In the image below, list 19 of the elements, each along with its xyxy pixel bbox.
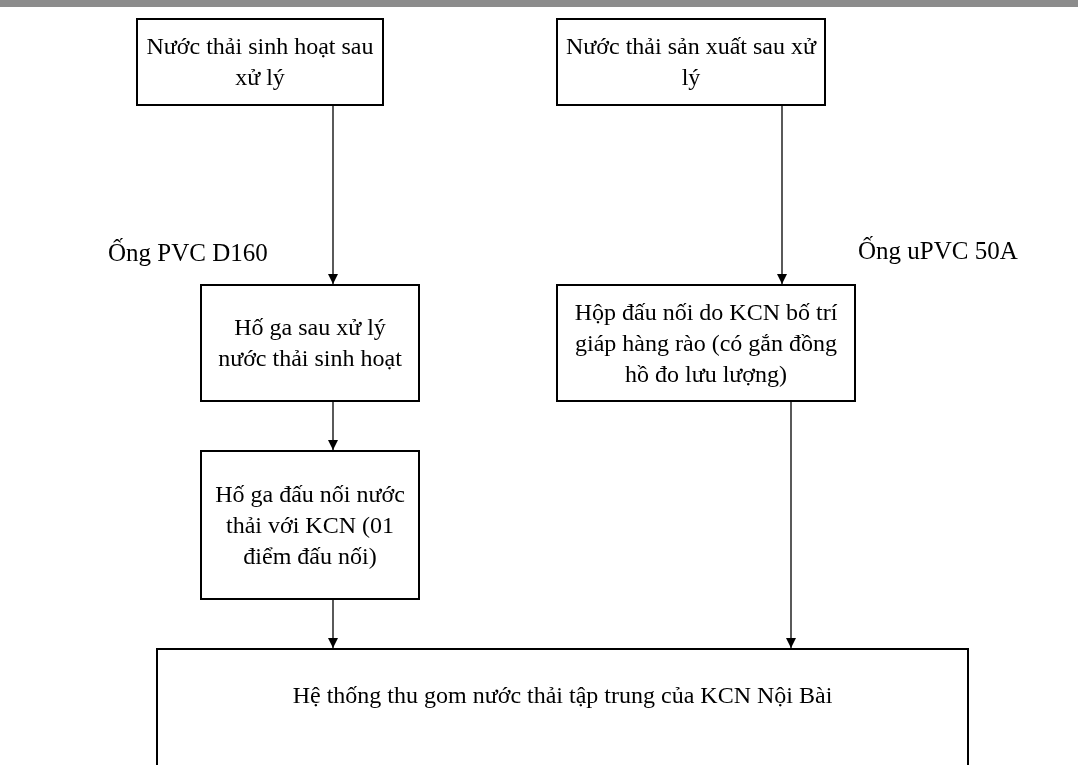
box-text: Hộp đấu nối do KCN bố trí giáp hàng rào (có gắn đồng hồ đo lưu lượng) <box>573 297 839 389</box>
process-box <box>136 18 384 106</box>
process-box <box>156 648 969 765</box>
arrow <box>786 401 796 649</box>
box-text: Nước thải sản xuất sau xử lý <box>565 32 818 92</box>
arrow <box>777 105 787 285</box>
process-box <box>200 284 420 402</box>
edge-label: Ống uPVC 50A <box>858 236 1018 266</box>
process-box <box>556 18 826 106</box>
process-box <box>200 450 420 600</box>
box-text: Hố ga sau xử lý nước thải sinh hoạt <box>217 313 403 373</box>
arrow <box>328 401 338 451</box>
process-box <box>556 284 856 402</box>
box-text: Hố ga đấu nối nước thải với KCN (01 điểm đấu nối) <box>214 479 406 571</box>
arrow <box>328 105 338 285</box>
box-text: Hệ thống thu gom nước thải tập trung của KCN Nội Bài <box>292 681 833 710</box>
edge-label: Ống PVC D160 <box>108 238 268 268</box>
box-text: Nước thải sinh hoạt sau xử lý <box>145 32 375 92</box>
arrow <box>328 599 338 649</box>
